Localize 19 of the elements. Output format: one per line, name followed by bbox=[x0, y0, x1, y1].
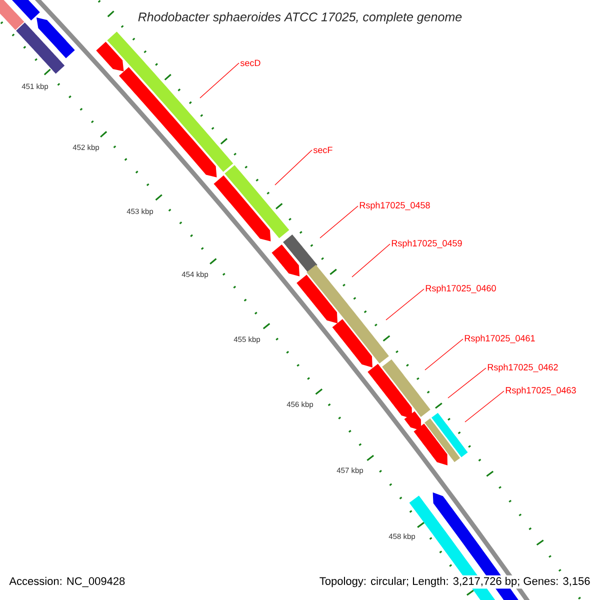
leader-line bbox=[424, 338, 464, 370]
leader-line bbox=[320, 206, 358, 238]
leader-line bbox=[464, 390, 504, 422]
leader-line bbox=[200, 62, 240, 98]
gene-label: Rsph17025_0462 bbox=[488, 364, 558, 372]
gene-label: Rsph17025_0463 bbox=[506, 386, 576, 396]
accession-text: Accession: NC_009428 bbox=[9, 576, 125, 588]
gene-label: Rsph17025_0459 bbox=[392, 240, 462, 248]
gene-label: secD bbox=[240, 60, 260, 66]
gene-label: secF bbox=[313, 146, 332, 154]
leader-line bbox=[352, 244, 390, 278]
gene-label: Rsph17025_0460 bbox=[426, 284, 496, 294]
genome-info-text: Topology: circular; Length: 3,217,726 bp; Genes: 3,156 bbox=[318, 575, 592, 589]
leader-line bbox=[448, 368, 486, 398]
leader-line bbox=[274, 150, 312, 186]
gene-label: Rsph17025_0458 bbox=[360, 202, 430, 210]
leader-line bbox=[386, 288, 424, 320]
gene-label: Rsph17025_0461 bbox=[464, 334, 535, 344]
title: Rhodobacter sphaeroides ATCC 17025, complete genome bbox=[138, 12, 462, 24]
